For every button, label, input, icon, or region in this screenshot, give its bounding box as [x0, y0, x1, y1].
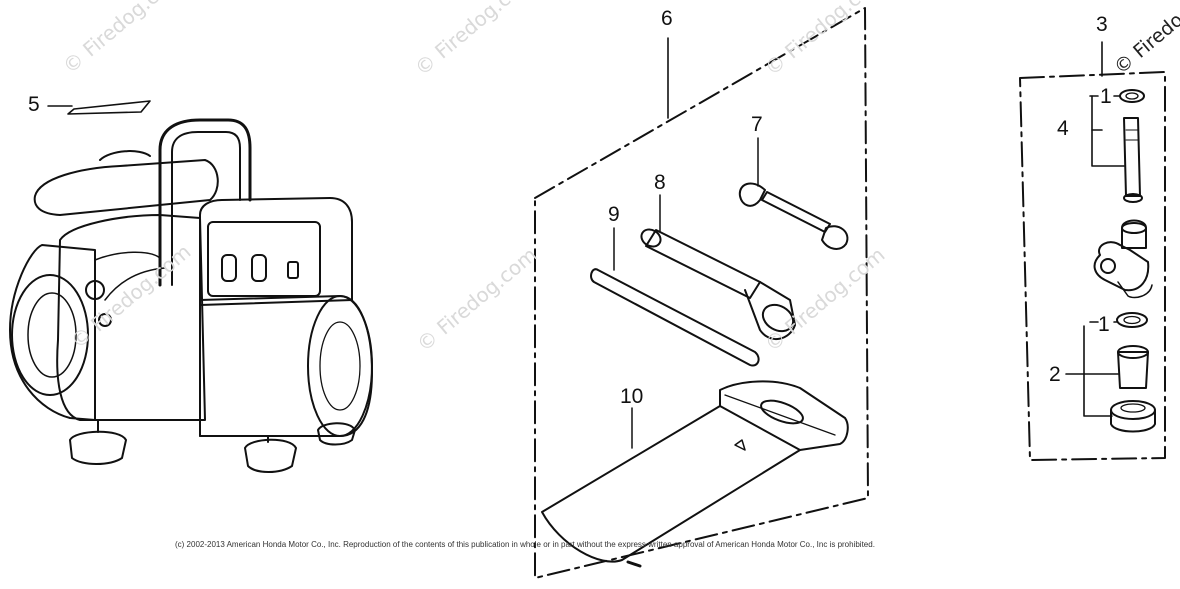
frame-handle: [158, 118, 252, 287]
generator-assembly: [9, 100, 373, 473]
callout-6: 6: [661, 7, 673, 30]
label-sheet: [67, 100, 151, 115]
leader-lines: [1065, 95, 1125, 417]
callout-8: 8: [654, 171, 666, 194]
callout-10: 10: [620, 385, 644, 408]
callout-1-top: 1: [1100, 85, 1112, 108]
callout-5: 5: [28, 93, 40, 116]
callout-4: 4: [1057, 117, 1069, 140]
alternator: [199, 295, 373, 437]
recoil-starter: [9, 244, 96, 421]
open-end-wrench: [738, 137, 849, 250]
tommy-bar: [590, 227, 760, 367]
control-panel: [199, 197, 353, 306]
callout-1-bottom: 1: [1098, 313, 1110, 336]
callout-2: 2: [1049, 363, 1061, 386]
tool-bag: [541, 380, 849, 568]
callout-3: 3: [1096, 13, 1108, 36]
callout-9: 9: [608, 203, 620, 226]
fuel-cock-parts: [1093, 89, 1156, 433]
callout-7: 7: [751, 113, 763, 136]
fuel-cock-frame: [1019, 41, 1166, 461]
copyright-notice: (c) 2002-2013 American Honda Motor Co., …: [175, 540, 875, 549]
spark-plug-wrench: [640, 194, 796, 340]
tool-kit-frame: [534, 7, 869, 579]
